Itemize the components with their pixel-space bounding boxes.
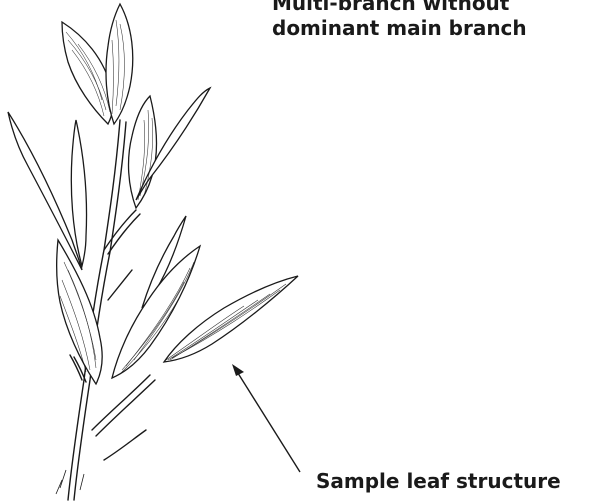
title-line-2: dominant main branch — [272, 16, 527, 41]
diagram-title: Multi-branch without dominant main branc… — [272, 0, 527, 41]
annotation-arrow — [232, 364, 300, 472]
title-line-1: Multi-branch without — [272, 0, 527, 16]
leaf-mid-center — [129, 96, 157, 208]
leaf-shapes — [8, 4, 298, 384]
leaf-lower-center — [112, 246, 200, 378]
annotation-label: Sample leaf structure — [316, 469, 561, 494]
leaf-top-right — [106, 4, 133, 124]
